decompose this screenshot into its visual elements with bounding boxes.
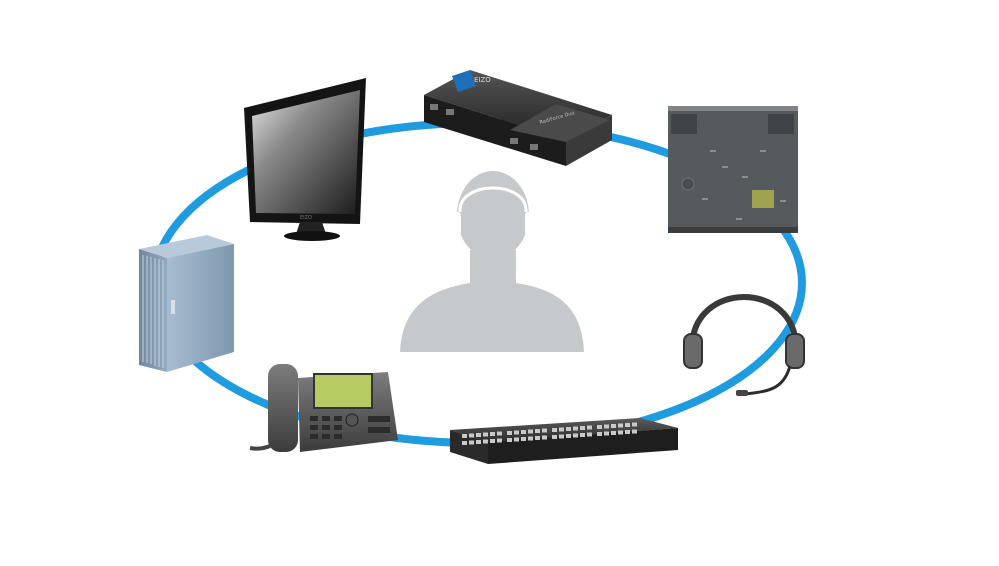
switch-port bbox=[587, 425, 592, 430]
switch-port bbox=[469, 433, 474, 438]
switch-port bbox=[507, 431, 512, 435]
switch-port bbox=[632, 422, 637, 427]
switch-port bbox=[497, 431, 502, 436]
switch-port bbox=[490, 439, 495, 443]
desk-phone-icon bbox=[249, 364, 398, 452]
switch-port bbox=[521, 437, 526, 441]
switch-port bbox=[566, 427, 571, 431]
switch-port bbox=[552, 428, 557, 432]
switch-port bbox=[573, 426, 578, 431]
switch-port bbox=[514, 437, 519, 442]
switch-port bbox=[490, 432, 495, 436]
switch-port bbox=[559, 434, 564, 439]
switch-port bbox=[566, 434, 571, 438]
switch-port bbox=[528, 429, 533, 434]
switch-port bbox=[521, 430, 526, 434]
switch-port bbox=[514, 430, 519, 435]
switch-port bbox=[469, 440, 474, 445]
switch-port bbox=[535, 429, 540, 433]
switch-port bbox=[559, 427, 564, 432]
switch-port bbox=[542, 435, 547, 440]
switch-port bbox=[604, 424, 609, 429]
switch-port bbox=[507, 438, 512, 442]
switch-port bbox=[497, 438, 502, 443]
switch-port bbox=[542, 428, 547, 433]
switch-port bbox=[483, 439, 488, 444]
switch-port bbox=[597, 432, 602, 436]
atc-display-icon bbox=[668, 106, 798, 233]
switch-port bbox=[462, 434, 467, 438]
monitor-icon: EIZO bbox=[244, 78, 366, 241]
kvm-extender-icon: EIZO RadiForce Duo bbox=[424, 70, 612, 166]
switch-port bbox=[476, 440, 481, 444]
switch-port bbox=[632, 429, 637, 434]
switch-port bbox=[604, 431, 609, 436]
switch-port bbox=[618, 423, 623, 428]
server-rack-icon bbox=[139, 235, 234, 372]
switch-port bbox=[476, 433, 481, 437]
headset-icon bbox=[683, 294, 805, 396]
switch-port bbox=[611, 424, 616, 428]
switch-port bbox=[618, 430, 623, 435]
switch-port bbox=[580, 426, 585, 430]
switch-port bbox=[573, 433, 578, 438]
switch-port bbox=[535, 436, 540, 440]
network-switch-icon bbox=[450, 418, 678, 464]
kvm-brand-label: EIZO bbox=[474, 76, 491, 84]
operator-silhouette-icon bbox=[400, 171, 584, 352]
switch-port bbox=[580, 433, 585, 437]
switch-port bbox=[483, 432, 488, 437]
switch-port bbox=[528, 436, 533, 441]
switch-port bbox=[625, 423, 630, 427]
monitor-brand-label: EIZO bbox=[300, 215, 312, 221]
switch-port bbox=[587, 432, 592, 437]
switch-port bbox=[611, 431, 616, 435]
switch-port bbox=[625, 430, 630, 434]
switch-port bbox=[462, 441, 467, 445]
switch-port bbox=[597, 425, 602, 429]
switch-port bbox=[552, 435, 557, 439]
